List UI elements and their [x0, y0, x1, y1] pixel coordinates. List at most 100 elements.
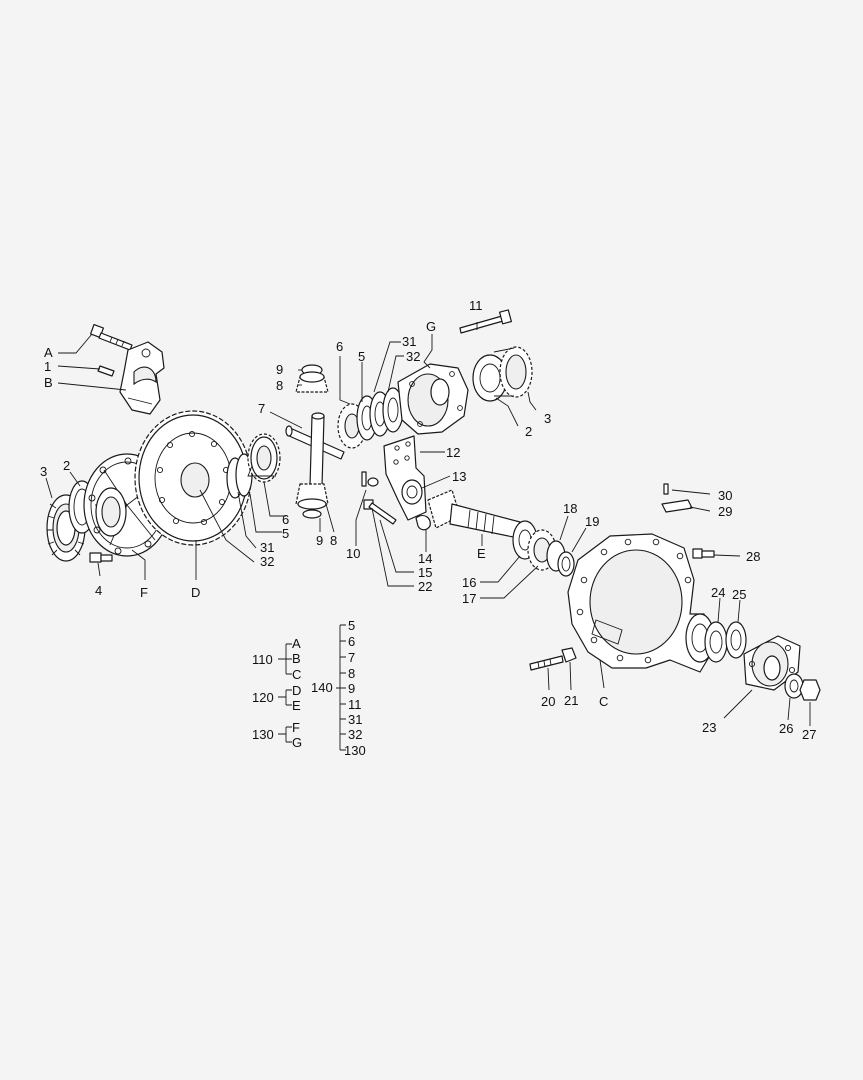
callout-2-right: 2	[525, 424, 532, 439]
bearing-cap-b	[119, 341, 165, 415]
legend-140-item: 32	[348, 727, 362, 742]
diff-case-half-g	[397, 363, 469, 435]
nut-27	[799, 679, 821, 701]
leader-lines	[45, 322, 811, 726]
callout-d: D	[191, 585, 200, 600]
callout-18: 18	[563, 501, 577, 516]
callout-c: C	[599, 694, 608, 709]
callout-13: 13	[452, 469, 466, 484]
callout-10: 10	[346, 546, 360, 561]
flange-23	[743, 635, 801, 691]
callout-24: 24	[711, 585, 725, 600]
legend-110-c: C	[292, 667, 301, 682]
callout-5-left: 5	[282, 526, 289, 541]
callout-5-right: 5	[358, 349, 365, 364]
callout-9-top: 9	[276, 362, 283, 377]
callout-23: 23	[702, 720, 716, 735]
stud-20	[529, 655, 564, 671]
pin-10	[361, 471, 379, 487]
washer-26	[784, 673, 804, 699]
callout-b: B	[44, 375, 53, 390]
callout-8-bottom: 8	[330, 533, 337, 548]
bolt-22	[363, 499, 397, 525]
callout-11: 11	[469, 298, 483, 313]
callout-8-top: 8	[276, 378, 283, 393]
callout-3-right: 3	[544, 411, 551, 426]
pin-1	[97, 365, 115, 377]
axle-housing-c	[567, 533, 715, 673]
pin-14	[415, 514, 431, 531]
callout-3-left: 3	[40, 464, 47, 479]
callout-12: 12	[446, 445, 460, 460]
legend-110-a: A	[292, 636, 301, 651]
breather-28	[692, 548, 715, 559]
callout-25: 25	[732, 587, 746, 602]
callout-2-left: 2	[63, 458, 70, 473]
callout-22: 22	[418, 579, 432, 594]
bearing-24	[704, 621, 728, 663]
ring-25	[725, 621, 747, 659]
legend-code-130: 130	[252, 727, 274, 742]
callout-1: 1	[44, 359, 51, 374]
callout-labels: A 1 B 3 2 4 F D 31 32 6 5 7 9 8 9 8 6 5 …	[40, 298, 816, 742]
pinion-shaft-e	[427, 489, 521, 539]
legend-140-item: 8	[348, 666, 355, 681]
bolt-4	[89, 552, 113, 563]
spider-cross-7	[285, 412, 345, 487]
callout-e: E	[477, 546, 486, 561]
callout-7: 7	[258, 401, 265, 416]
planet-gear-8-bottom	[295, 483, 329, 510]
legend-140-item: 31	[348, 712, 362, 727]
callout-32-right: 32	[406, 349, 420, 364]
callout-15: 15	[418, 565, 432, 580]
callout-6-left: 6	[282, 512, 289, 527]
legend-140-item: 7	[348, 650, 355, 665]
bearing-3-right	[493, 346, 533, 398]
callout-g: G	[426, 319, 436, 334]
ring-gear-d	[134, 410, 252, 546]
legend-140-item: 6	[348, 634, 355, 649]
plate-29	[661, 499, 693, 513]
legend-130-f: F	[292, 720, 300, 735]
callout-14: 14	[418, 551, 432, 566]
callout-32-left: 32	[260, 554, 274, 569]
bracket-12	[383, 435, 427, 521]
callout-16: 16	[462, 575, 476, 590]
legend-120-d: D	[292, 683, 301, 698]
bolt-11	[459, 309, 512, 334]
callout-27: 27	[802, 727, 816, 742]
legend-140-item: 9	[348, 681, 355, 696]
thrust-washer-32-right	[382, 387, 404, 433]
legend-140-item: 11	[348, 697, 362, 712]
callout-31-right: 31	[402, 334, 416, 349]
callout-9-bottom: 9	[316, 533, 323, 548]
legend-140-item: 130	[344, 743, 366, 758]
legend-140-item: 5	[348, 618, 355, 633]
callout-6-right: 6	[336, 339, 343, 354]
callout-4: 4	[95, 583, 102, 598]
side-gear-6-left	[247, 433, 281, 483]
planet-gear-8-top	[295, 371, 329, 393]
screw-30	[663, 483, 669, 495]
bolt-a	[89, 323, 133, 351]
callout-31-left: 31	[260, 540, 274, 555]
callout-21: 21	[564, 693, 578, 708]
nut-21	[561, 647, 577, 663]
bearing-13	[401, 479, 423, 505]
callout-26: 26	[779, 721, 793, 736]
assembly-legend: 110 A B C 120 D E 130 F G 140 5 6 7 8 9 …	[252, 618, 366, 758]
callout-19: 19	[585, 514, 599, 529]
callout-f: F	[140, 585, 148, 600]
ring-19	[557, 551, 575, 577]
legend-110-b: B	[292, 651, 301, 666]
legend-code-110: 110	[252, 652, 273, 667]
callout-28: 28	[746, 549, 760, 564]
callout-29: 29	[718, 504, 732, 519]
washer-9-bottom	[302, 509, 322, 519]
legend-130-g: G	[292, 735, 302, 750]
callout-30: 30	[718, 488, 732, 503]
legend-code-140: 140	[311, 680, 333, 695]
callout-20: 20	[541, 694, 555, 709]
legend-120-e: E	[292, 698, 301, 713]
